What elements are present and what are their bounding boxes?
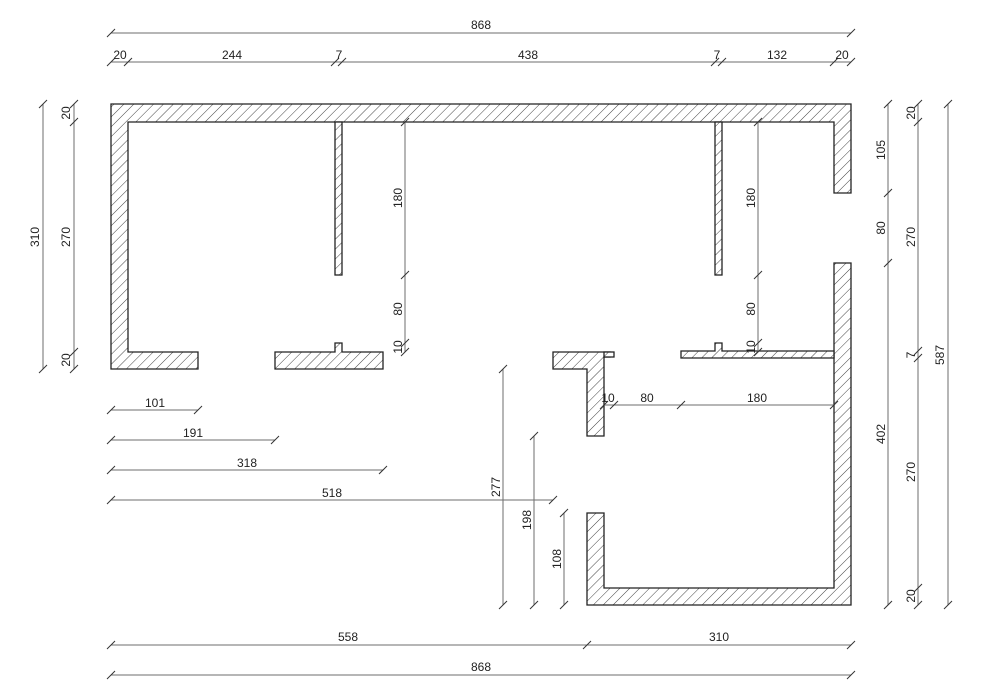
dim-top-seg: 7 — [714, 48, 721, 62]
dim-right-inner: 402 — [874, 424, 888, 444]
dim-left-seg: 270 — [59, 227, 73, 247]
wall-right-thin-partition — [680, 342, 835, 359]
dim-top-seg: 132 — [767, 48, 787, 62]
dim-right-mid: 270 — [904, 462, 918, 482]
dim-bottom-overall: 868 — [471, 660, 491, 674]
dim-top-seg: 20 — [113, 48, 127, 62]
wall-left-outer — [110, 103, 852, 370]
dim-left-partition: 180 — [391, 188, 405, 208]
dim-top-seg: 244 — [222, 48, 242, 62]
dim-opening-offset: 191 — [183, 426, 203, 440]
wall-lower-left-segment — [274, 342, 384, 370]
dim-interior-vertical: 198 — [520, 510, 534, 530]
dim-bottom-seg: 310 — [709, 630, 729, 644]
dim-left-seg: 20 — [59, 353, 73, 367]
dim-opening-offset: 318 — [237, 456, 257, 470]
dim-opening-offset: 101 — [145, 396, 165, 410]
wall-right-partition — [714, 121, 723, 276]
dim-top-seg: 7 — [336, 48, 343, 62]
dimension-lines — [38, 28, 953, 680]
dim-interior-horizontal: 10 — [601, 391, 615, 405]
dim-interior-vertical: 108 — [550, 549, 564, 569]
dim-right-partition: 180 — [744, 188, 758, 208]
dim-interior-horizontal: 180 — [747, 391, 767, 405]
dim-interior-vertical: 277 — [489, 477, 503, 497]
dim-interior-horizontal: 80 — [640, 391, 654, 405]
wall-right-lower — [586, 262, 852, 606]
dim-right-mid: 7 — [904, 351, 918, 358]
dim-right-mid: 20 — [904, 589, 918, 603]
dim-right-mid: 270 — [904, 227, 918, 247]
dim-right-partition: 80 — [744, 302, 758, 316]
dim-top-seg: 438 — [518, 48, 538, 62]
dim-right-inner: 105 — [874, 140, 888, 160]
dim-top-overall: 868 — [471, 18, 491, 32]
wall-left-partition — [334, 121, 343, 276]
dim-top-seg: 20 — [835, 48, 849, 62]
dim-left-partition: 10 — [391, 340, 405, 354]
dim-right-inner: 80 — [874, 221, 888, 235]
dim-bottom-seg: 558 — [338, 630, 358, 644]
dim-left-overall: 310 — [28, 227, 42, 247]
dim-right-partition: 10 — [744, 340, 758, 354]
dim-left-seg: 20 — [59, 106, 73, 120]
dim-right-mid: 20 — [904, 106, 918, 120]
dim-left-partition: 80 — [391, 302, 405, 316]
dimension-labels: 868 20 244 7 438 7 132 20 310 20 270 20 … — [28, 18, 947, 674]
wall-right-return — [603, 351, 615, 358]
walls — [110, 103, 852, 606]
dim-opening-offset: 518 — [322, 486, 342, 500]
dim-right-overall: 587 — [933, 345, 947, 365]
